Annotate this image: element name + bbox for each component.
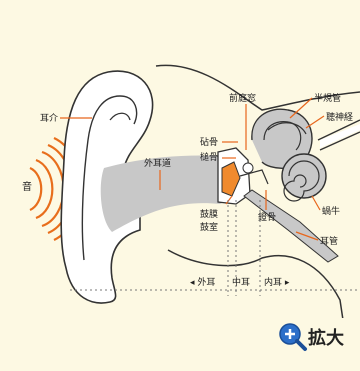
jaw-contour [167,249,347,341]
zoom-button[interactable]: 拡大 [272,318,360,354]
region-dividers [70,200,360,296]
label-eustachian: 耳管 [320,235,338,247]
region-middle-label: 中耳 [232,276,250,288]
middle-ear-structure [217,147,339,263]
head-contour [155,64,360,111]
inner-ear-structure [251,108,360,202]
label-vestibule: 前庭窓 [229,92,256,104]
region-outer-label: ◂ 外耳 [190,276,215,288]
label-ear-canal: 外耳道 [144,157,171,169]
label-eardrum: 鼓膜 [200,208,218,220]
label-nerve: 聴神経 [326,111,353,123]
label-incus: 槌骨 [200,151,218,163]
label-malleus: 砧骨 [200,136,218,148]
zoom-plus-icon [279,323,307,351]
ear-canal-shape [100,155,228,232]
label-semicircular: 半規管 [314,92,341,104]
label-auricle: 耳介 [40,113,58,124]
label-tympanic-cavity: 鼓室 [200,221,218,233]
label-cochlea: 蝸牛 [322,205,340,217]
label-sound: 音 [22,180,32,193]
label-stapes: 鐙骨 [258,211,276,223]
region-inner-label: 内耳 ▸ [264,276,290,288]
zoom-label: 拡大 [308,327,344,349]
leader-lines [60,97,325,241]
